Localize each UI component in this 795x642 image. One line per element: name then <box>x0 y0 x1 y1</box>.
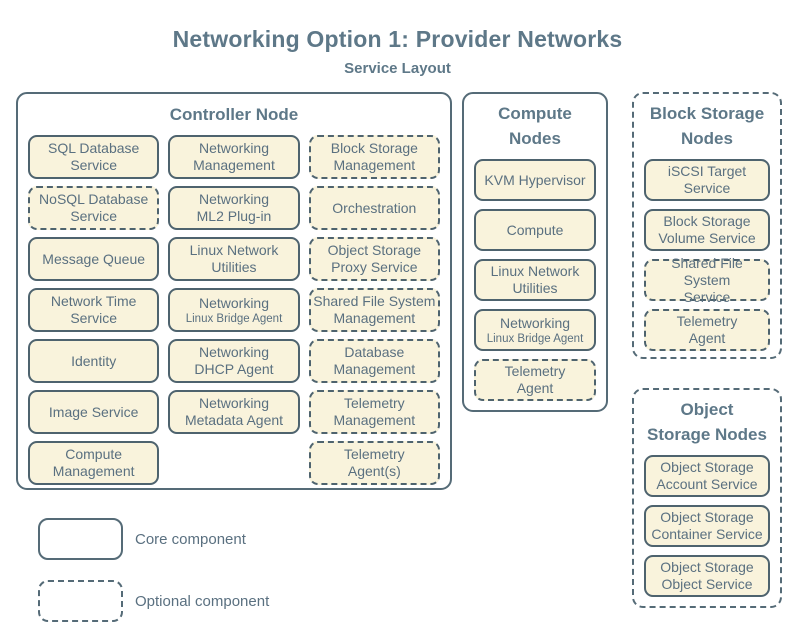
optional-component-swatch <box>38 580 123 622</box>
service-identity: Identity <box>28 339 160 383</box>
compute-nodes-title: Compute Nodes <box>498 104 572 148</box>
empty-slot <box>168 441 299 485</box>
core-component-swatch <box>38 518 123 560</box>
service-compute: Compute <box>474 209 596 251</box>
diagram-subtitle: Service Layout <box>344 60 451 77</box>
legend-core-row: Core component <box>38 518 246 560</box>
legend-optional-row: Optional component <box>38 580 269 622</box>
service-kvm-hypervisor: KVM Hypervisor <box>474 159 596 201</box>
block-storage-nodes-title: Block Storage Nodes <box>649 104 765 148</box>
service-image-service: Image Service <box>28 390 160 434</box>
service-message-queue: Message Queue <box>28 237 160 281</box>
diagram-title: Networking Option 1: Provider Networks <box>172 26 623 52</box>
controller-node-title: Controller Node <box>169 105 299 124</box>
service-orchestration: Orchestration <box>308 186 440 230</box>
object-storage-nodes-title: Object Storage Nodes <box>647 400 767 444</box>
legend-label-optional: Optional component <box>135 592 270 610</box>
legend-label-core: Core component <box>135 530 246 548</box>
